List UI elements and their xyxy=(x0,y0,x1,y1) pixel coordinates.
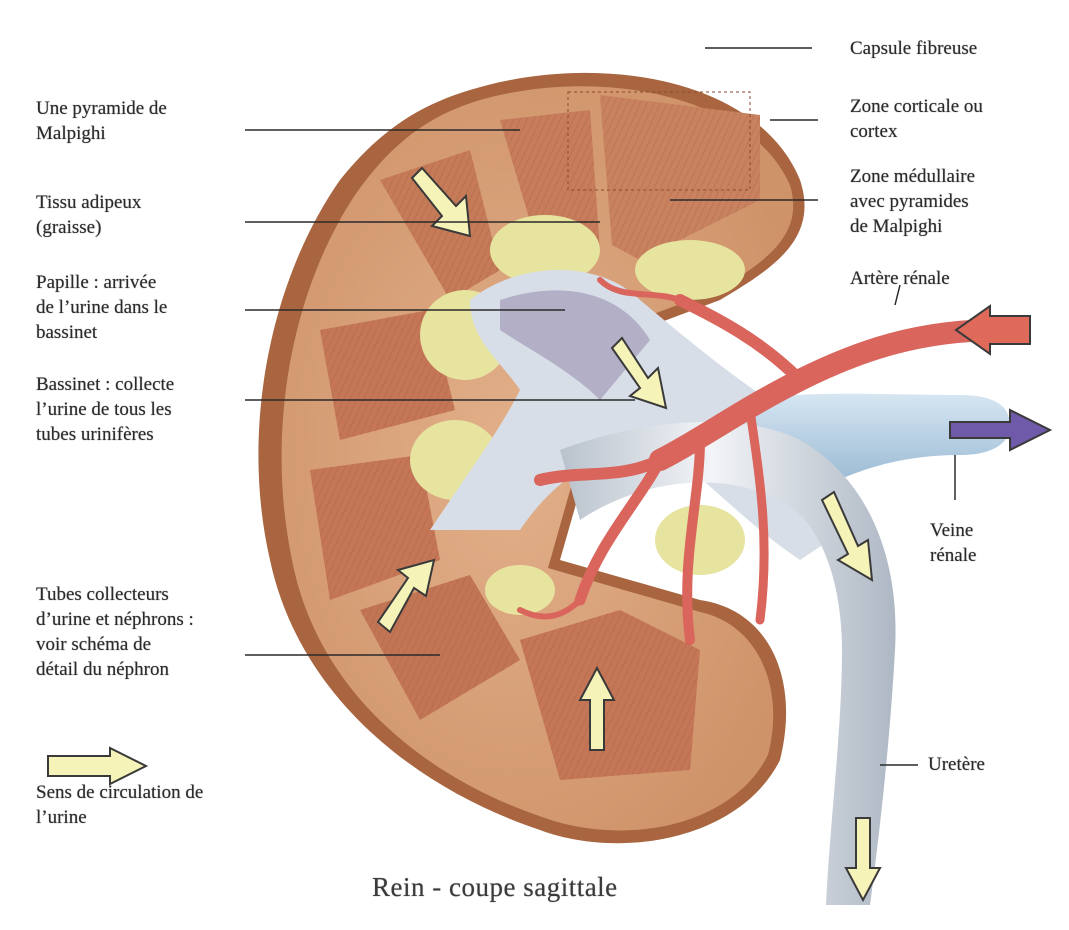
diagram-title: Rein - coupe sagittale xyxy=(372,872,618,903)
artery-flow-arrow xyxy=(956,306,1030,354)
legend-arrow-icon xyxy=(48,748,146,784)
label-tubes: Tubes collecteurs d’urine et néphrons : … xyxy=(36,582,194,682)
label-papilla: Papille : arrivée de l’urine dans le bas… xyxy=(36,270,167,345)
label-vein: Veine rénale xyxy=(930,518,976,568)
label-artery: Artère rénale xyxy=(850,266,950,291)
label-cortex: Zone corticale ou cortex xyxy=(850,94,983,144)
legend-text: Sens de circulation de l’urine xyxy=(36,780,203,830)
label-capsule: Capsule fibreuse xyxy=(850,36,977,61)
label-fat: Tissu adipeux (graisse) xyxy=(36,190,141,240)
label-ureter: Uretère xyxy=(928,752,985,777)
label-pelvis: Bassinet : collecte l’urine de tous les … xyxy=(36,372,174,447)
label-pyramid: Une pyramide de Malpighi xyxy=(36,96,167,146)
label-medulla: Zone médullaire avec pyramides de Malpig… xyxy=(850,164,975,239)
